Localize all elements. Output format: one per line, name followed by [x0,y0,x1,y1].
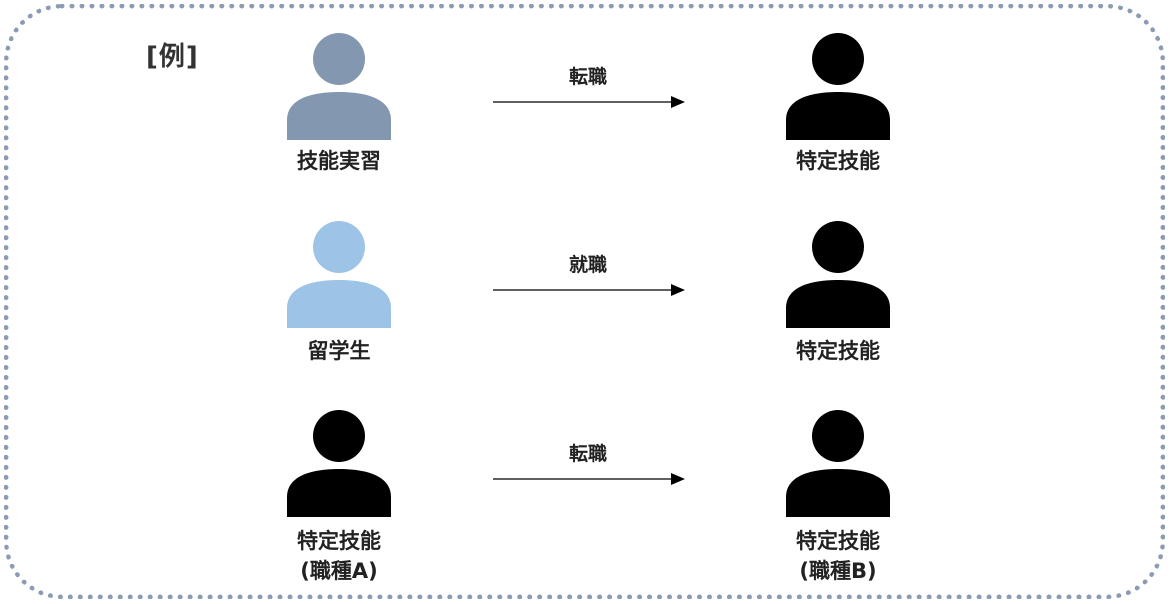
from-label: 技能実習 [297,149,381,173]
dotted-frame [4,4,1165,599]
person-body [786,92,890,140]
person-body [786,280,890,328]
to-sublabel: (職種B) [799,559,877,583]
to-label: 特定技能 [796,339,880,363]
arrow-right-icon [493,96,685,108]
transition-label: 転職 [568,443,607,465]
to-caption: 特定技能 [738,336,938,366]
person-icon [786,409,890,517]
to-label: 特定技能 [796,529,880,553]
to-caption: 特定技能 [738,146,938,176]
person-icon [786,32,890,140]
person-icon [287,220,391,328]
from-sublabel: (職種A) [300,559,378,583]
from-label: 特定技能 [297,529,381,553]
from-caption: 留学生 [239,336,439,366]
person-specified-skilled-figure [786,33,890,140]
person-head [313,410,365,462]
from-caption: 技能実習 [239,146,439,176]
from-caption: 特定技能 (職種A) [239,526,439,586]
person-technical-intern-figure [287,33,391,140]
to-label: 特定技能 [796,149,880,173]
to-caption: 特定技能 (職種B) [738,526,938,586]
person-head [812,221,864,273]
person-head [812,410,864,462]
person-head [812,33,864,85]
arrow [493,95,685,109]
person-body [287,92,391,140]
person-specified-skilled-figure [287,410,391,517]
arrow [493,472,685,486]
arrow [493,283,685,297]
person-international-student-figure [287,221,391,328]
transition-label: 就職 [568,254,607,276]
person-icon [786,220,890,328]
person-body [786,469,890,517]
arrow-right-icon [493,473,685,485]
from-label: 留学生 [307,339,371,363]
person-icon [287,409,391,517]
person-specified-skilled-figure [786,221,890,328]
example-label: [例] [146,42,199,72]
arrow-right-icon [493,284,685,296]
person-head [313,221,365,273]
transition-label: 転職 [568,66,607,88]
person-head [313,33,365,85]
person-body [287,280,391,328]
person-body [287,469,391,517]
person-icon [287,32,391,140]
person-specified-skilled-figure [786,410,890,517]
